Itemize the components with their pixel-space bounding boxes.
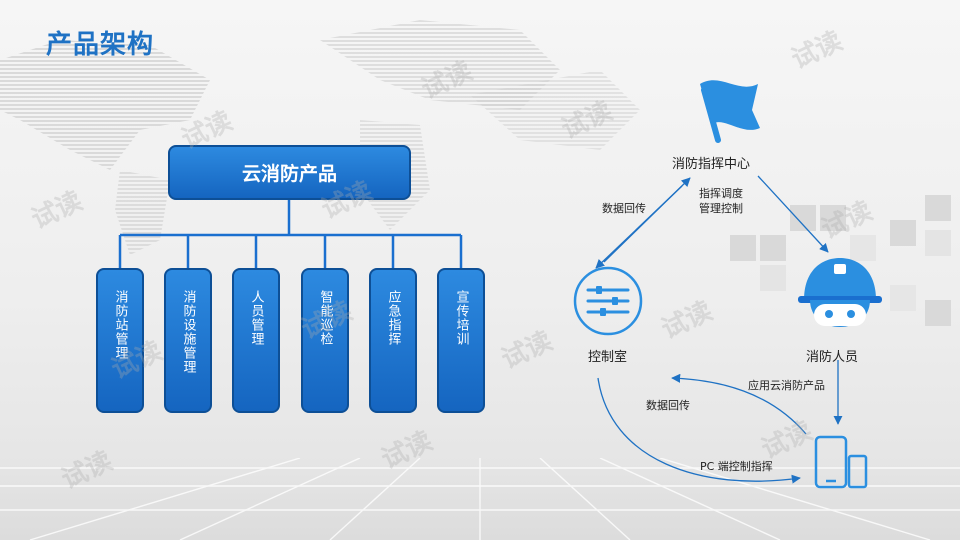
node-label-firefighters: 消防人员 [806, 350, 859, 365]
hierarchy-child-label: 消防设施管理 [180, 290, 196, 374]
arrow-center-to-personnel [757, 175, 829, 253]
grid-squares-decoration [730, 195, 951, 326]
devices-icon [814, 435, 868, 489]
hierarchy-root: 云消防产品 [168, 145, 411, 200]
hierarchy-child-label: 应急指挥 [385, 290, 401, 346]
page-title: 产品架构 [46, 30, 155, 60]
sliders-icon [573, 266, 643, 336]
flag-icon [700, 80, 760, 143]
hierarchy-child: 人员管理 [232, 268, 280, 413]
firefighter-icon [798, 258, 882, 327]
hierarchy-child: 消防站管理 [96, 268, 144, 413]
hierarchy-child-label: 消防站管理 [112, 290, 128, 360]
hierarchy-child: 智能巡检 [301, 268, 349, 413]
edge-label-data-return-bottom: 数据回传 [646, 399, 690, 412]
node-label-command-center: 消防指挥中心 [672, 157, 751, 172]
edge-label-pc-control: PC 端控制指挥 [700, 460, 773, 473]
floor-grid-decoration [0, 458, 960, 540]
edge-label-apply-product: 应用云消防产品 [748, 379, 825, 392]
edge-label-command-dispatch: 指挥调度管理控制 [699, 187, 743, 215]
arrow-center-to-control [595, 185, 683, 269]
arrow-device-to-control [671, 373, 807, 435]
hierarchy-root-label: 云消防产品 [241, 163, 337, 185]
hierarchy-child: 宣传培训 [437, 268, 485, 413]
edge-label-data-return-top: 数据回传 [602, 202, 646, 215]
hierarchy-child-label: 智能巡检 [317, 290, 333, 346]
hierarchy-child: 应急指挥 [369, 268, 417, 413]
hierarchy-child-label: 宣传培训 [453, 290, 469, 346]
hierarchy-child: 消防设施管理 [164, 268, 212, 413]
node-label-control-room: 控制室 [588, 350, 628, 365]
hierarchy-child-label: 人员管理 [248, 290, 264, 346]
arrow-control-to-device [597, 377, 801, 484]
